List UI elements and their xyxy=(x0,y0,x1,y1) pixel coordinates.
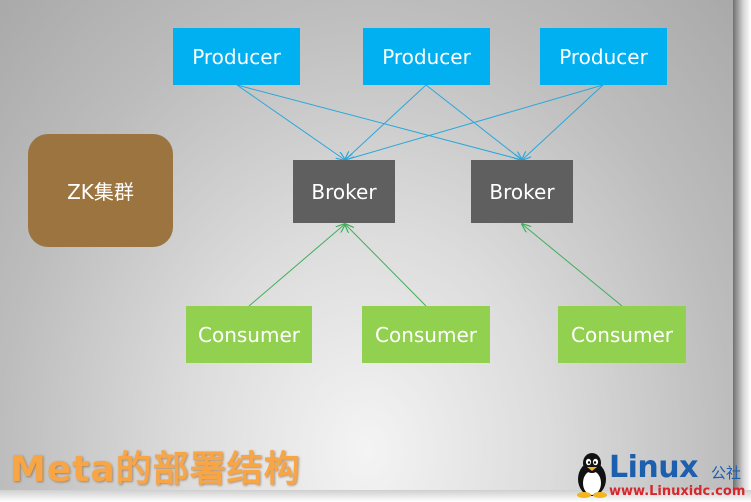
producer-label: Producer xyxy=(192,44,281,69)
consumer-label: Consumer xyxy=(198,322,300,347)
zk-cluster-label: ZK集群 xyxy=(67,180,134,204)
producer-node-1: Producer xyxy=(173,28,300,85)
producer-node-3: Producer xyxy=(540,28,667,85)
broker-label: Broker xyxy=(489,179,555,204)
arrow-c1-b1 xyxy=(248,224,345,307)
slide: ZK集群 Producer Producer Producer Broker B… xyxy=(0,0,733,490)
arrow-p1-b1 xyxy=(236,84,345,160)
broker-node-2: Broker xyxy=(471,160,573,223)
producer-label: Producer xyxy=(382,44,471,69)
arrow-p3-b2 xyxy=(522,84,604,160)
broker-node-1: Broker xyxy=(293,160,395,223)
arrow-c3-b2 xyxy=(522,224,623,307)
producer-label: Producer xyxy=(559,44,648,69)
arrow-p3-b1 xyxy=(345,84,604,160)
broker-label: Broker xyxy=(311,179,377,204)
tux-penguin-icon xyxy=(577,453,607,498)
linuxidc-logo: Linux 公社 www.Linuxidc.com xyxy=(573,450,751,500)
arrow-p1-b2 xyxy=(236,84,522,160)
consumer-node-3: Consumer xyxy=(558,306,686,363)
arrow-c2-b1 xyxy=(345,224,427,307)
logo-wordmark: Linux xyxy=(609,450,698,485)
slide-bottom-shadow xyxy=(0,490,751,502)
producer-node-2: Producer xyxy=(363,28,490,85)
consumer-label: Consumer xyxy=(375,322,477,347)
arrow-p2-b1 xyxy=(345,84,427,160)
consumer-node-1: Consumer xyxy=(186,306,312,363)
zk-cluster-node: ZK集群 xyxy=(28,134,173,247)
logo-url-text: www.Linuxidc.com xyxy=(609,484,746,499)
logo-chinese-text: 公社 xyxy=(711,464,742,482)
consumer-label: Consumer xyxy=(571,322,673,347)
connection-lines xyxy=(236,84,623,307)
consumer-node-2: Consumer xyxy=(362,306,490,363)
slide-edge-shadow xyxy=(733,0,751,502)
slide-title: Meta的部署结构 xyxy=(10,449,301,490)
